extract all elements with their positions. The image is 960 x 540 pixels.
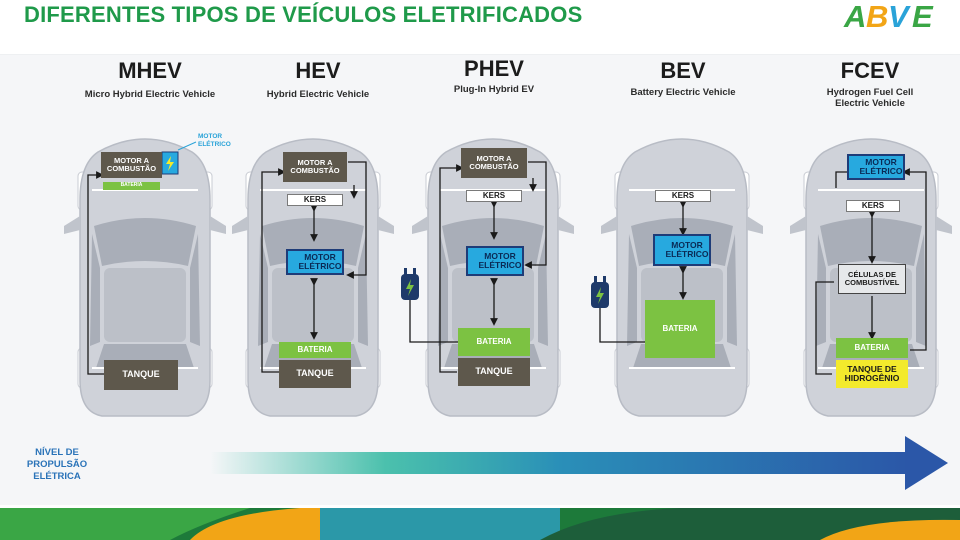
bev-kers: KERS (655, 190, 711, 202)
hev-title: HEV (295, 58, 341, 83)
fcev-heading: FCEV Hydrogen Fuel Cell Electric Vehicle (790, 58, 950, 109)
mhev-bolt-icon (166, 156, 174, 171)
mhev-engine: MOTOR A COMBUSTÃO (101, 152, 162, 178)
svg-text:A: A (843, 0, 866, 34)
svg-text:B: B (866, 0, 888, 34)
bev-title: BEV (660, 58, 706, 83)
bev-subtitle: Battery Electric Vehicle (630, 87, 736, 98)
mhev-title: MHEV (118, 58, 182, 83)
bev-plug-icon (591, 276, 609, 308)
hev-battery: BATERIA (279, 342, 351, 358)
footer-bands (0, 508, 960, 540)
hev-engine: MOTOR A COMBUSTÃO (283, 152, 347, 182)
propulsion-arrow-head (905, 436, 948, 490)
svg-text:E: E (912, 0, 934, 34)
phev-subtitle: Plug-In Hybrid EV (453, 84, 535, 95)
mhev-heading: MHEV Micro Hybrid Electric Vehicle (70, 58, 230, 100)
fcev-battery: BATERIA (836, 338, 908, 358)
phev-kers: KERS (466, 190, 522, 202)
mhev-tank: TANQUE (104, 360, 178, 390)
hev-heading: HEV Hybrid Electric Vehicle (238, 58, 398, 100)
bev-heading: BEV Battery Electric Vehicle (603, 58, 763, 98)
phev-connectors (409, 161, 547, 373)
propulsion-arrow-shaft (210, 452, 910, 474)
logo-mark: A B V E (843, 0, 934, 34)
phev-battery: BATERIA (458, 328, 530, 356)
svg-text:V: V (888, 0, 911, 34)
bev-battery: BATERIA (645, 300, 715, 358)
phev-motor: MOTOR ELÉTRICO (466, 246, 524, 276)
header-bar: DIFERENTES TIPOS DE VEÍCULOS ELETRIFICAD… (0, 0, 960, 55)
phev-engine: MOTOR A COMBUSTÃO (461, 148, 527, 178)
hev-connectors (261, 161, 367, 373)
fcev-subtitle: Hydrogen Fuel Cell Electric Vehicle (826, 87, 914, 109)
phev-tank: TANQUE (458, 358, 530, 386)
bev-connectors (599, 200, 687, 343)
hev-tank: TANQUE (279, 360, 351, 388)
hev-kers: KERS (287, 194, 343, 206)
mhev-connectors (87, 171, 106, 375)
page-title: DIFERENTES TIPOS DE VEÍCULOS ELETRIFICAD… (24, 2, 583, 27)
fcev-motor: MOTOR ELÉTRICO (847, 154, 905, 180)
fcev-title: FCEV (840, 58, 900, 83)
abve-logo: A B V E (842, 0, 952, 34)
fcev-kers: KERS (846, 200, 900, 212)
fcev-connectors (815, 168, 927, 375)
hev-subtitle: Hybrid Electric Vehicle (266, 89, 370, 100)
bev-car-body (600, 138, 764, 417)
phev-plug-icon (401, 268, 419, 300)
mhev-subtitle: Micro Hybrid Electric Vehicle (84, 89, 216, 100)
fcev-fuel-cell: CÉLULAS DE COMBUSTÍVEL (838, 264, 906, 294)
propulsion-level-label: NÍVEL DE PROPULSÃO ELÉTRICA (26, 447, 88, 482)
fcev-hydrogen-tank: Tanque de Hidrogênio (836, 360, 908, 388)
mhev-battery: BATERIA (103, 182, 160, 190)
phev-title: PHEV (464, 56, 524, 81)
phev-heading: PHEV Plug-In Hybrid EV (414, 56, 574, 95)
mhev-motor-label: MOTOR ELÉTRICO (198, 133, 231, 148)
hev-motor: MOTOR ELÉTRICO (286, 249, 344, 275)
bev-motor: MOTOR ELÉTRICO (653, 234, 711, 266)
